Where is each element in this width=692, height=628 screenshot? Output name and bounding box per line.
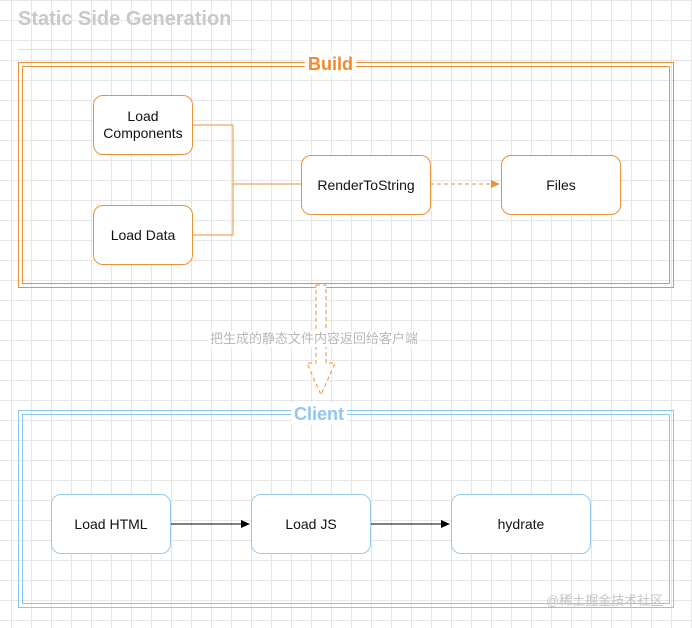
title-underline — [18, 49, 254, 50]
build-group-label: Build — [305, 53, 356, 75]
node-load-data[interactable]: Load Data — [93, 205, 193, 265]
watermark-text: @稀土掘金技术社区 — [546, 593, 664, 608]
node-files[interactable]: Files — [501, 155, 621, 215]
node-load-html[interactable]: Load HTML — [51, 494, 171, 554]
node-hydrate[interactable]: hydrate — [451, 494, 591, 554]
transfer-label: 把生成的静态文件内容返回给客户端 — [208, 331, 421, 347]
node-load-js[interactable]: Load JS — [251, 494, 371, 554]
node-render-to-string[interactable]: RenderToString — [301, 155, 431, 215]
diagram-title: Static Side Generation — [18, 8, 232, 30]
edge-load-data-to-render — [193, 184, 234, 236]
edge-load-components-to-render — [193, 124, 302, 185]
client-group-label: Client — [291, 403, 348, 425]
node-load-components[interactable]: Load Components — [93, 95, 193, 155]
